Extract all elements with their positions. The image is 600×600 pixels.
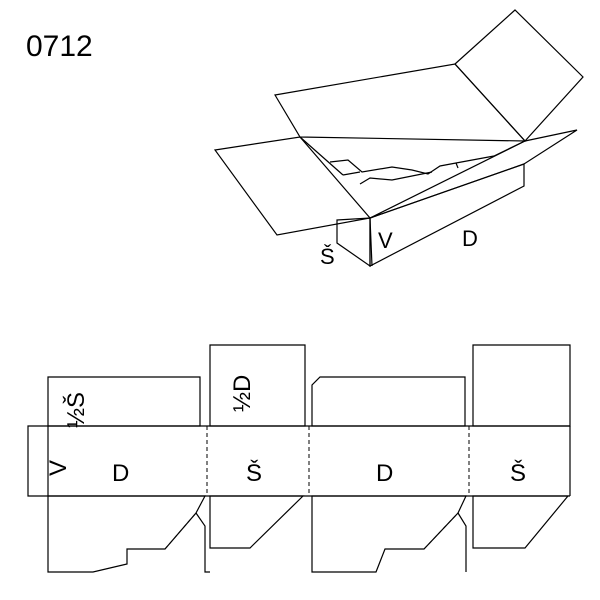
bottom-flap-1	[47, 495, 206, 573]
box-inner-bottom	[329, 155, 495, 175]
box-flap-front	[369, 129, 578, 219]
product-code: 0712	[26, 30, 93, 63]
bottom-flap-2	[209, 495, 305, 549]
box-label-length: D	[462, 226, 478, 251]
box-3d-illustration: Š V D	[213, 9, 584, 269]
fold-line-diagonal	[423, 512, 459, 550]
panel-label-width-2: Š	[510, 459, 526, 487]
box-edge	[369, 217, 373, 267]
panel-label-length-1: D	[112, 460, 129, 487]
box-label-width: Š	[320, 244, 335, 269]
half-length-label: ½D	[229, 375, 256, 412]
box-net-layout: ½Š ½D V D Š D Š	[27, 344, 571, 573]
box-label-height: V	[378, 228, 393, 253]
box-inner-edge	[299, 136, 344, 176]
bottom-flap-4	[472, 495, 570, 549]
panel-label-length-2: D	[376, 460, 393, 487]
fold-line-diagonal	[164, 512, 197, 550]
bottom-flap-3	[311, 495, 467, 573]
half-width-label: ½Š	[62, 392, 90, 428]
box-inner-bottom	[359, 171, 433, 185]
panel-label-width-1: Š	[246, 459, 262, 487]
glue-flap-label: V	[45, 460, 72, 476]
box-face-length	[369, 163, 525, 267]
box-flap-back-right	[454, 9, 584, 142]
top-flap-3	[311, 376, 466, 427]
box-inner-edge	[493, 140, 526, 157]
flap-detail	[457, 512, 467, 572]
top-flap-4	[472, 344, 571, 427]
box-face-width	[336, 217, 371, 268]
box-flap-back	[274, 63, 527, 142]
flap-detail	[195, 512, 210, 573]
box-flap-left	[213, 136, 372, 236]
box-inner-bottom	[455, 162, 459, 169]
top-flap-2	[209, 344, 306, 427]
box-inner-bottom	[342, 171, 361, 176]
